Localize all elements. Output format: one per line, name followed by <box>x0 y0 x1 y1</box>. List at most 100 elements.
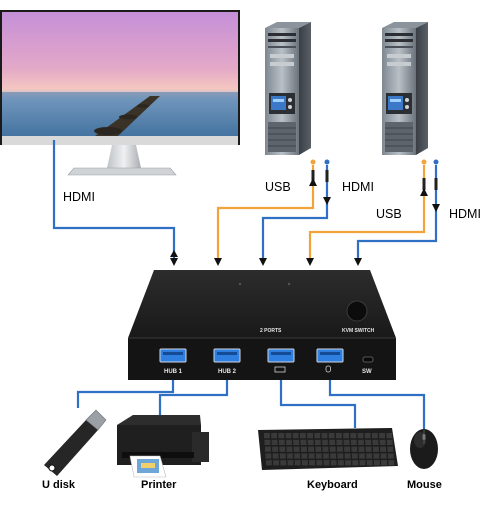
usb-port-mouse[interactable] <box>316 348 344 363</box>
kvm-switch <box>128 270 396 380</box>
keyboard-key <box>373 453 380 459</box>
keyboard-port-icon <box>274 366 286 373</box>
pc1-usb-label: USB <box>265 180 291 194</box>
keyboard-key <box>359 460 366 466</box>
mouse-label: Mouse <box>407 479 442 491</box>
keyboard-key <box>273 460 279 466</box>
keyboard-key <box>358 439 364 445</box>
usb-port-hub1[interactable] <box>159 348 187 363</box>
keyboard-key <box>364 433 371 439</box>
mouse-cable <box>328 370 426 430</box>
keyboard-key <box>309 460 315 466</box>
keyboard-key <box>337 453 344 459</box>
pc1-usb-cable <box>216 165 315 262</box>
keyboard-key <box>316 460 323 466</box>
keyboard-key <box>343 433 349 439</box>
micro-usb-port[interactable] <box>362 356 374 363</box>
keyboard-key <box>323 453 329 459</box>
keyboard-key <box>307 439 314 445</box>
keyboard-cable <box>279 370 357 428</box>
keyboard-key <box>338 460 344 466</box>
arrow-heads <box>170 178 440 266</box>
keyboard-key <box>387 453 394 459</box>
usb-port-keyboard[interactable] <box>267 348 295 363</box>
usb-port-hub2[interactable] <box>213 348 241 363</box>
switch-button[interactable] <box>346 300 368 322</box>
keyboard-key <box>321 433 328 439</box>
keyboard-key <box>365 446 372 452</box>
keyboard-label: Keyboard <box>307 479 358 491</box>
keyboard-key <box>301 453 308 459</box>
pc2-hdmi-cable <box>356 165 438 262</box>
keyboard-key <box>381 460 387 466</box>
keyboard-key <box>315 446 322 452</box>
keyboard-key <box>265 446 271 452</box>
keyboard-key <box>271 433 277 439</box>
keyboard-key <box>351 453 358 459</box>
hub2-label: HUB 2 <box>218 369 237 375</box>
keyboard <box>258 428 398 470</box>
keyboard-key <box>294 453 301 459</box>
pc2-usb-label: USB <box>376 207 402 221</box>
keyboard-key <box>359 453 365 459</box>
arrow-down-icon <box>323 197 331 205</box>
keyboard-key <box>315 453 322 459</box>
brand-label: KVM SWITCH <box>342 328 375 334</box>
keyboard-key <box>307 433 313 439</box>
keyboard-key <box>328 433 335 439</box>
keyboard-key <box>344 446 350 452</box>
monitor-stand <box>107 145 141 168</box>
ports-label: 2 PORTS <box>260 328 282 334</box>
keyboard-key <box>373 446 379 452</box>
keyboard-key <box>264 439 271 445</box>
keyboard-key <box>365 439 372 445</box>
arrow-down-icon <box>354 258 362 266</box>
keyboard-key <box>308 453 315 459</box>
pc-tower-1 <box>265 22 311 155</box>
keyboard-key <box>300 433 306 439</box>
monitor-base <box>67 167 177 176</box>
keyboard-key <box>345 460 351 466</box>
keyboard-key <box>292 433 299 439</box>
keyboard-key <box>358 446 365 452</box>
keyboard-key <box>271 439 278 445</box>
keyboard-key <box>308 446 314 452</box>
keyboard-key <box>302 460 308 466</box>
arrow-down-icon <box>432 204 440 212</box>
arrow-down-icon <box>259 258 267 266</box>
keyboard-key <box>279 453 286 459</box>
keyboard-key <box>322 446 329 452</box>
keyboard-key <box>278 439 285 445</box>
keyboard-key <box>314 433 321 439</box>
keyboard-key <box>322 439 328 445</box>
keyboard-key <box>287 460 294 466</box>
keyboard-key <box>280 460 287 466</box>
pc1-hdmi-cable <box>261 165 329 262</box>
keyboard-key <box>286 439 292 445</box>
keyboard-key <box>379 433 385 439</box>
mouse <box>410 429 438 469</box>
pc-plugs <box>310 159 439 190</box>
keyboard-key <box>351 446 358 452</box>
keyboard-key <box>336 439 343 445</box>
switch-top <box>128 270 396 338</box>
keyboard-key <box>374 460 380 466</box>
keyboard-key <box>265 453 272 459</box>
keyboard-key <box>293 439 300 445</box>
keyboard-key <box>372 439 379 445</box>
cables <box>52 140 438 430</box>
u-disk-label: U disk <box>42 479 76 491</box>
keyboard-key <box>323 460 330 466</box>
hub1-label: HUB 1 <box>164 369 183 375</box>
pc2-usb-cable <box>308 165 426 262</box>
keyboard-key <box>343 439 350 445</box>
printer-label: Printer <box>141 479 177 491</box>
arrow-up-icon <box>309 178 317 186</box>
keyboard-key <box>314 439 321 445</box>
arrow-down-icon <box>306 258 314 266</box>
arrow-down-icon <box>170 258 178 266</box>
u-disk <box>44 409 107 476</box>
sw-label: SW <box>362 369 372 375</box>
keyboard-key <box>357 433 364 439</box>
